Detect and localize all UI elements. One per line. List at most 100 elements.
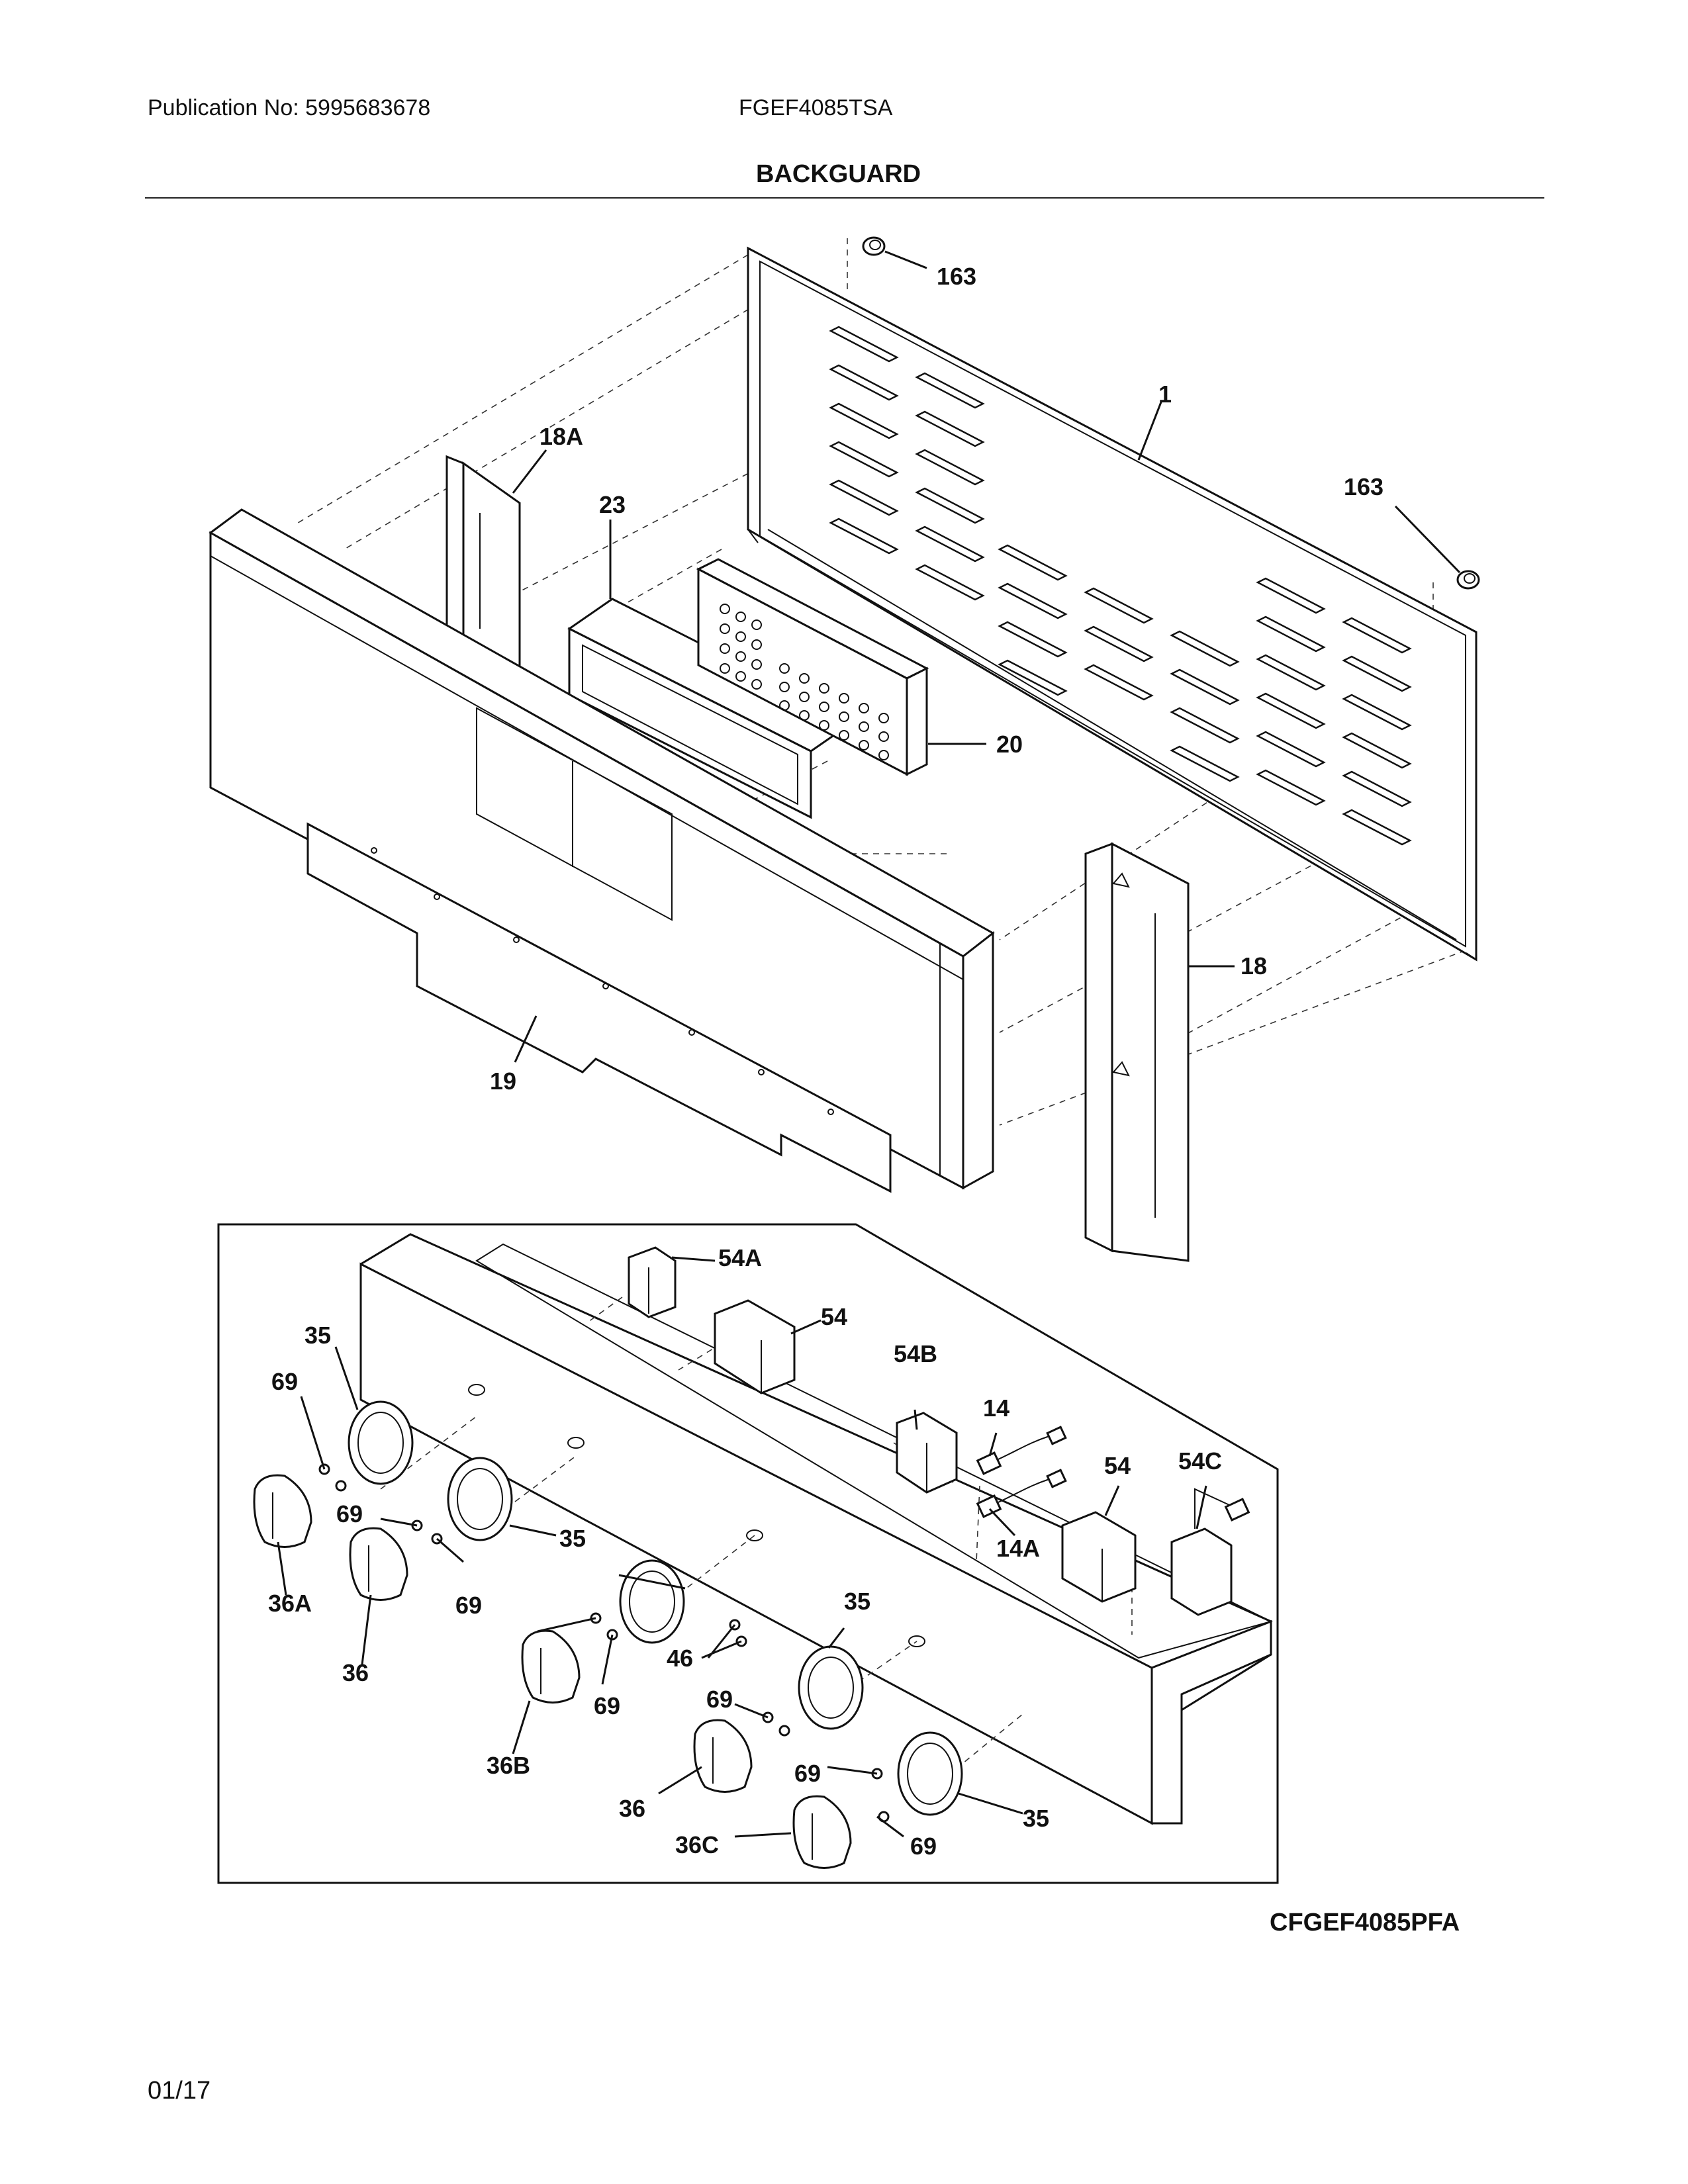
callout-36c: 36C bbox=[675, 1831, 719, 1858]
mounting-hole bbox=[434, 893, 440, 900]
diagram-reference-code: CFGEF4085PFA bbox=[1270, 1909, 1460, 1936]
keypad-button bbox=[839, 730, 849, 741]
vent-slot bbox=[915, 372, 985, 409]
infinite-switch-54c bbox=[1170, 1488, 1250, 1616]
callout-19: 19 bbox=[490, 1068, 516, 1095]
keypad-button bbox=[859, 721, 869, 732]
vent-slot bbox=[829, 326, 899, 363]
console-mounting-holes bbox=[371, 847, 834, 1115]
callout-23: 23 bbox=[599, 491, 626, 518]
keypad-button bbox=[735, 631, 746, 642]
keypad-button bbox=[751, 639, 762, 650]
vent-slot bbox=[1342, 809, 1412, 846]
model-number: FGEF4085TSA bbox=[739, 95, 893, 120]
vent-slot bbox=[1342, 732, 1412, 769]
control-keypad-buttons bbox=[720, 604, 889, 760]
callout-20: 20 bbox=[996, 731, 1023, 758]
vent-slot bbox=[829, 441, 899, 478]
knob-bezel-35-b bbox=[447, 1457, 513, 1541]
callout-54c: 54C bbox=[1178, 1447, 1222, 1475]
infinite-switch-54b bbox=[896, 1412, 958, 1494]
knob-bezel-35-c bbox=[619, 1559, 685, 1644]
keypad-button bbox=[751, 619, 762, 630]
diagram-title: BACKGUARD bbox=[756, 160, 921, 188]
vent-slot bbox=[998, 544, 1068, 581]
keypad-button bbox=[720, 604, 730, 614]
callout-46: 46 bbox=[667, 1645, 693, 1672]
end-bracket-18 bbox=[1084, 842, 1190, 1262]
infinite-switch-54-top bbox=[714, 1299, 796, 1394]
callout-labels: 163 1 163 18A 23 20 18 19 54A 54 35 69 5… bbox=[268, 263, 1383, 1860]
callout-54-mid: 54 bbox=[1104, 1452, 1131, 1479]
keypad-button bbox=[779, 682, 790, 692]
control-knob-36a bbox=[253, 1474, 312, 1548]
keypad-button bbox=[799, 710, 810, 721]
wire-jumper-14 bbox=[976, 1426, 1067, 1475]
rear-panel-vent-slots bbox=[829, 326, 1412, 846]
keypad-button bbox=[735, 612, 746, 622]
callout-leader-lines bbox=[277, 250, 1461, 1838]
vent-slot bbox=[1084, 587, 1154, 624]
keypad-button bbox=[878, 731, 889, 742]
callout-18a: 18A bbox=[539, 423, 583, 450]
screw bbox=[778, 1725, 790, 1737]
knob-bezel-35-e bbox=[897, 1731, 963, 1816]
vent-slot bbox=[1170, 668, 1240, 705]
mounting-hole bbox=[758, 1069, 765, 1075]
title-divider bbox=[145, 197, 1544, 199]
backguard-console-19 bbox=[209, 508, 995, 1193]
callout-35-c: 35 bbox=[844, 1588, 870, 1615]
bumper-163-lower bbox=[1456, 570, 1480, 590]
spacer-clip bbox=[908, 1635, 925, 1647]
mounting-hole bbox=[371, 847, 377, 854]
vent-slot bbox=[998, 659, 1068, 696]
callout-69-e: 69 bbox=[594, 1692, 620, 1719]
keypad-button bbox=[878, 713, 889, 723]
mounting-hole bbox=[827, 1109, 834, 1115]
keypad-button bbox=[819, 720, 829, 731]
bumper-163-upper bbox=[862, 236, 886, 256]
keypad-button bbox=[779, 663, 790, 674]
callout-69-a: 69 bbox=[271, 1368, 298, 1395]
vent-slot bbox=[1342, 770, 1412, 807]
infinite-switch-54-mid bbox=[1061, 1511, 1137, 1603]
vent-slot bbox=[1256, 577, 1326, 614]
vent-slot bbox=[829, 518, 899, 555]
keypad-button bbox=[819, 683, 829, 694]
callout-36a: 36A bbox=[268, 1590, 312, 1617]
callout-69-c: 69 bbox=[455, 1592, 482, 1619]
keypad-button bbox=[751, 679, 762, 690]
vent-slot bbox=[1170, 630, 1240, 667]
infinite-switch-54a bbox=[628, 1246, 677, 1318]
callout-54-top: 54 bbox=[821, 1303, 847, 1330]
vent-slot bbox=[1256, 692, 1326, 729]
vent-slot bbox=[1342, 694, 1412, 731]
keypad-button bbox=[819, 702, 829, 712]
keypad-button bbox=[720, 663, 730, 674]
vent-slot bbox=[829, 479, 899, 516]
control-knob-36-left bbox=[349, 1527, 408, 1601]
control-knob-36c bbox=[792, 1795, 852, 1869]
keypad-button bbox=[859, 740, 869, 751]
callout-1: 1 bbox=[1158, 381, 1172, 408]
vent-slot bbox=[1256, 654, 1326, 691]
revision-date: 01/17 bbox=[148, 2077, 211, 2105]
callout-14: 14 bbox=[983, 1394, 1009, 1422]
vent-slot bbox=[1170, 745, 1240, 782]
vent-slot bbox=[915, 564, 985, 601]
callout-163-lower: 163 bbox=[1344, 473, 1383, 500]
vent-slot bbox=[998, 582, 1068, 619]
keypad-button bbox=[720, 623, 730, 634]
callout-36-right: 36 bbox=[619, 1795, 645, 1822]
mounting-hole bbox=[602, 983, 609, 989]
keypad-button bbox=[839, 693, 849, 704]
knob-bezel-35-d bbox=[798, 1645, 864, 1730]
callout-163-upper: 163 bbox=[937, 263, 976, 290]
vent-slot bbox=[915, 525, 985, 563]
spacer-clip bbox=[746, 1529, 763, 1541]
callout-36b: 36B bbox=[487, 1752, 530, 1779]
control-overlay-frame-23 bbox=[567, 598, 856, 819]
vent-slot bbox=[915, 410, 985, 447]
